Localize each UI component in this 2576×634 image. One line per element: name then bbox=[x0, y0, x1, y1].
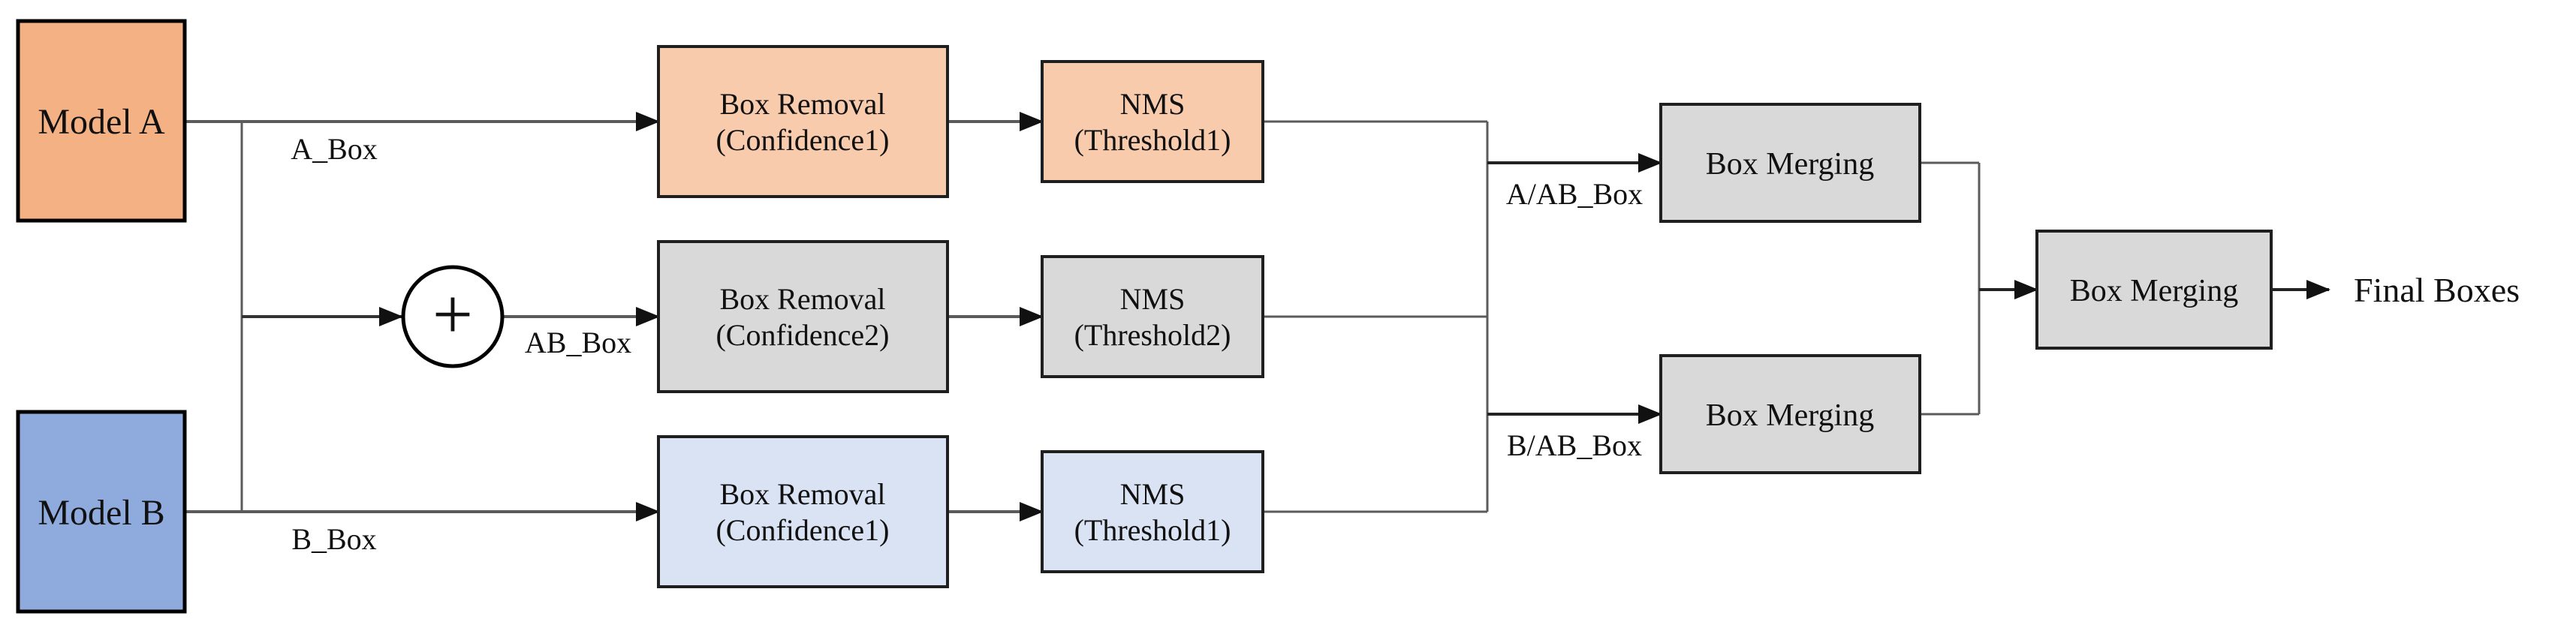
sum-circle-icon bbox=[401, 265, 505, 368]
edge-label-b-box: B_Box bbox=[291, 522, 376, 556]
box-removal-a-label-line1: Box Removal bbox=[719, 87, 885, 121]
box-removal-b-label-line2: (Confidence1) bbox=[716, 513, 889, 547]
merge-b-ab-box bbox=[1659, 354, 1921, 474]
merge-a-ab-box bbox=[1659, 103, 1921, 223]
model-a-box bbox=[16, 19, 187, 223]
node-box-removal-a: Box Removal (Confidence1) bbox=[657, 45, 949, 198]
edge-label-ab-box: AB_Box bbox=[525, 326, 631, 359]
nms-a-box bbox=[1041, 60, 1264, 183]
node-merge-final: Box Merging bbox=[2035, 230, 2273, 350]
node-merge-a-ab: Box Merging bbox=[1659, 103, 1921, 223]
box-removal-ab-label-line2: (Confidence2) bbox=[716, 318, 889, 352]
edge-label-b-ab-box: B/AB_Box bbox=[1507, 428, 1642, 462]
merge-a-ab-label: Box Merging bbox=[1706, 147, 1874, 182]
merge-final-box bbox=[2035, 230, 2273, 350]
box-removal-b-label-line1: Box Removal bbox=[719, 477, 885, 511]
edge-label-a-ab-box: A/AB_Box bbox=[1506, 177, 1643, 211]
edges bbox=[185, 112, 2330, 521]
nms-a-label-line1: NMS bbox=[1120, 87, 1186, 121]
nms-b-label-line2: (Threshold1) bbox=[1074, 513, 1231, 547]
edge-label-a-box: A_Box bbox=[291, 132, 378, 166]
model-a-label: Model A bbox=[38, 102, 165, 142]
final-boxes-label: Final Boxes bbox=[2354, 271, 2520, 309]
nms-a-label-line2: (Threshold1) bbox=[1074, 123, 1231, 157]
nms-b-label-line1: NMS bbox=[1120, 477, 1186, 511]
sum-junction: + bbox=[401, 265, 505, 368]
box-removal-ab-box bbox=[657, 240, 949, 393]
node-nms-a: NMS (Threshold1) bbox=[1041, 60, 1264, 183]
node-model-b: Model B bbox=[16, 410, 187, 614]
edge-labels: A_Box AB_Box B_Box A/AB_Box B/AB_Box Fin… bbox=[291, 132, 2520, 556]
box-removal-a-label-line2: (Confidence1) bbox=[716, 123, 889, 157]
nms-b-box bbox=[1041, 450, 1264, 573]
model-b-label: Model B bbox=[38, 493, 164, 533]
box-removal-b-box bbox=[657, 435, 949, 588]
box-removal-ab-label-line1: Box Removal bbox=[719, 282, 885, 316]
node-merge-b-ab: Box Merging bbox=[1659, 354, 1921, 474]
node-model-a: Model A bbox=[16, 19, 187, 223]
model-b-box bbox=[16, 410, 187, 614]
box-removal-a-box bbox=[657, 45, 949, 198]
node-box-removal-b: Box Removal (Confidence1) bbox=[657, 435, 949, 588]
merge-final-label: Box Merging bbox=[2070, 274, 2238, 308]
nms-ab-label-line2: (Threshold2) bbox=[1074, 318, 1231, 352]
node-nms-ab: NMS (Threshold2) bbox=[1041, 255, 1264, 378]
nms-ab-box bbox=[1041, 255, 1264, 378]
merge-b-ab-label: Box Merging bbox=[1706, 398, 1874, 433]
plus-icon: + bbox=[432, 274, 473, 354]
nms-ab-label-line1: NMS bbox=[1120, 282, 1186, 316]
node-box-removal-ab: Box Removal (Confidence2) bbox=[657, 240, 949, 393]
node-nms-b: NMS (Threshold1) bbox=[1041, 450, 1264, 573]
